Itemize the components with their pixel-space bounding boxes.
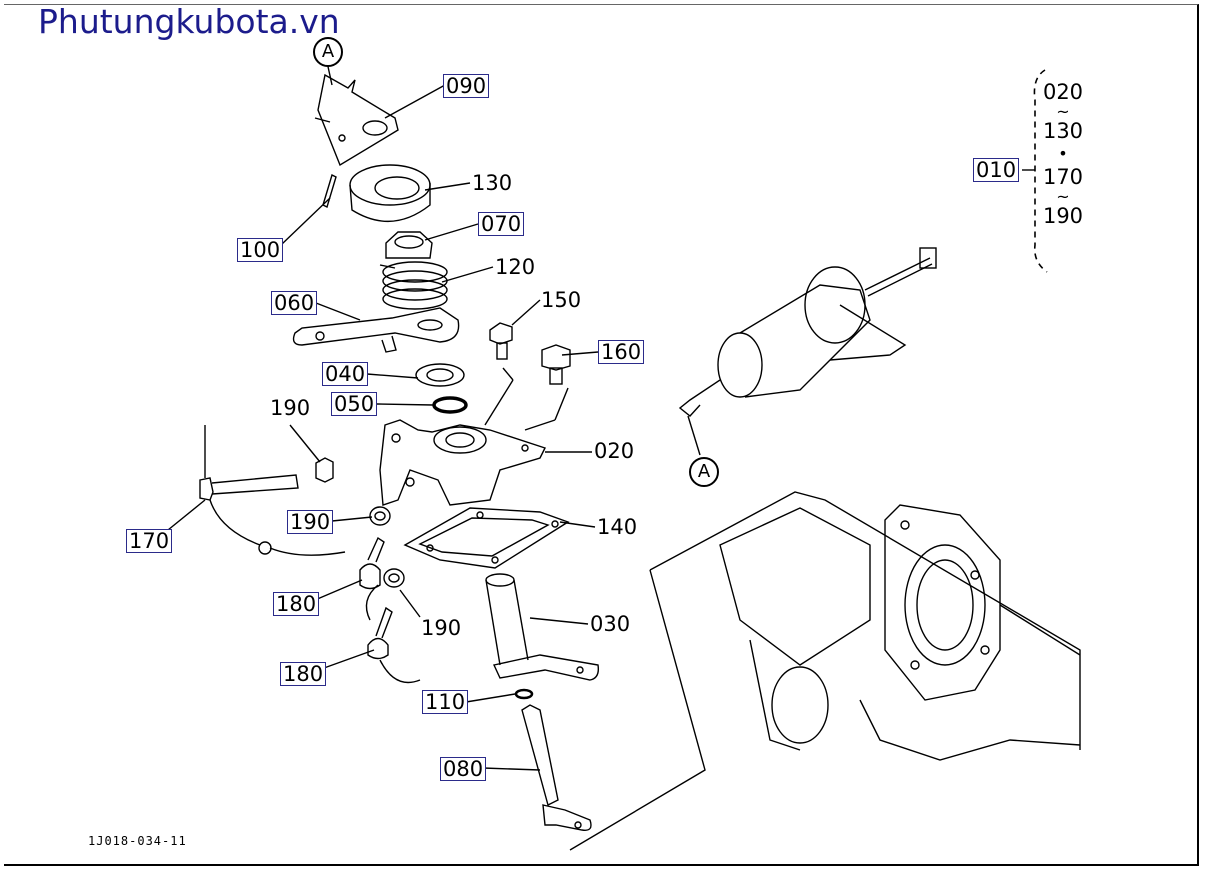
part-080-shaft [521,704,592,831]
ref-marker-a-top[interactable]: A [313,37,343,67]
part-label-130[interactable]: 130 [472,171,513,195]
range-item: 190 [1042,203,1084,228]
part-060-lever [292,307,460,353]
part-label-170[interactable]: 170 [126,529,173,553]
part-label-190-top[interactable]: 190 [270,396,311,420]
part-110-ring [514,688,534,700]
part-190-washer [369,506,405,588]
part-140-gasket [403,507,570,569]
part-label-160[interactable]: 160 [598,340,645,364]
part-label-190-mid[interactable]: 190 [287,510,334,534]
range-item: 170 [1042,165,1084,189]
part-160-bolt [541,344,571,385]
part-130-collar [349,164,431,222]
part-label-180-lower[interactable]: 180 [280,662,327,686]
part-040-washer [415,363,465,387]
part-100-pin [322,174,337,208]
ref-arrow-bottom [687,415,701,456]
part-label-100[interactable]: 100 [237,238,284,262]
range-tilde: ~ [1056,186,1070,206]
solenoid-assembly [678,247,937,417]
part-label-150[interactable]: 150 [541,288,582,312]
part-label-030[interactable]: 030 [590,612,631,636]
range-item: 130 [1042,118,1084,143]
range-item: 020 [1042,80,1084,104]
part-070-nut [385,231,433,259]
part-label-050[interactable]: 050 [331,392,378,416]
part-label-070[interactable]: 070 [478,212,525,236]
part-180-bolt [359,536,421,684]
range-tilde: ~ [1056,101,1070,121]
part-label-180-upper[interactable]: 180 [273,592,320,616]
part-label-040[interactable]: 040 [322,362,369,386]
part-020-housing [379,419,546,506]
part-label-080[interactable]: 080 [440,757,487,781]
part-090-bracket [314,73,399,167]
site-title[interactable]: Phutungkubota.vn [38,2,340,41]
part-030-shaft [485,573,600,681]
part-label-190-low[interactable]: 190 [421,616,462,640]
range-dot: • [1058,144,1068,163]
part-190-nut [315,457,334,483]
drawing-frame [4,4,1199,866]
engine-block [569,491,1081,851]
assembly-label-010[interactable]: 010 [973,158,1020,182]
range-bracket [1033,69,1048,273]
part-150-bolt [489,322,513,360]
part-label-120[interactable]: 120 [495,255,536,279]
part-label-060[interactable]: 060 [271,291,318,315]
part-label-020[interactable]: 020 [594,439,635,463]
part-170-bolt [199,425,346,556]
assembly-range: 020 ~ 130 • 170 ~ 190 [1041,80,1085,228]
ref-marker-a-bottom[interactable]: A [689,457,719,487]
leader-lines [167,84,1035,771]
part-label-140[interactable]: 140 [597,515,638,539]
part-label-090[interactable]: 090 [443,74,490,98]
drawing-code: 1J018-034-11 [88,834,187,848]
part-050-oring [432,396,468,414]
part-label-110[interactable]: 110 [422,690,469,714]
part-120-spring [379,261,448,310]
